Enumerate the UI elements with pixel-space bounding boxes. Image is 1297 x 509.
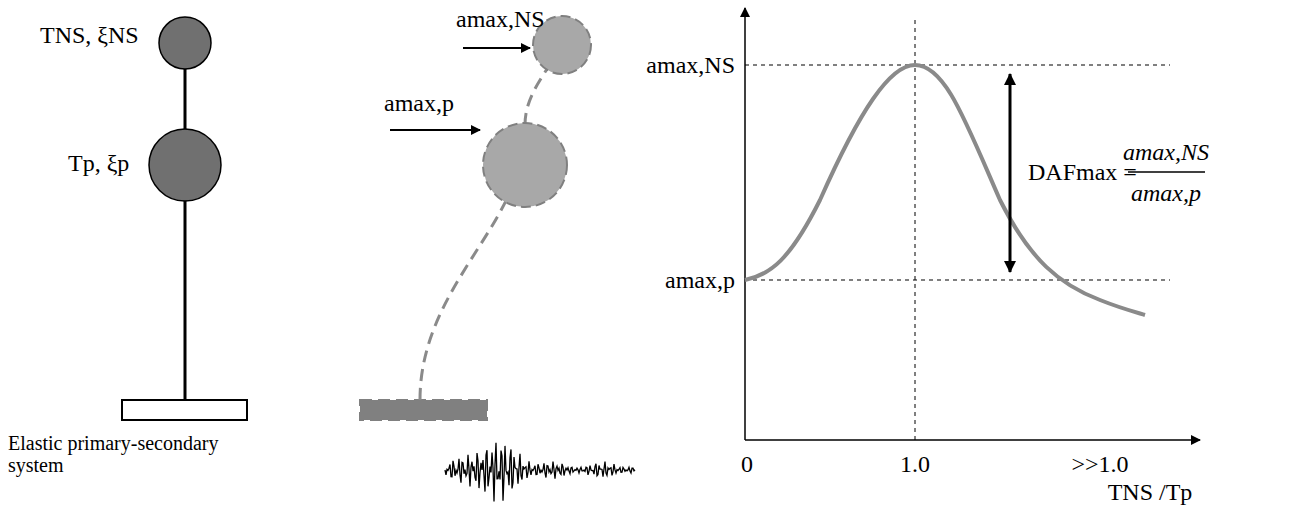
formula-numerator: amax,NS [1123, 139, 1209, 165]
axis-value: amax,NS [646, 52, 735, 78]
deformed-model [360, 16, 635, 501]
formula-text: DAFmax = [1028, 159, 1137, 185]
model-label: TNS, ξNS [40, 22, 139, 48]
tick-label: 1.0 [900, 451, 930, 477]
acceleration-label: amax,p [384, 90, 454, 116]
daf-chart [745, 8, 1205, 440]
caption-label: Elastic primary-secondary system [8, 432, 248, 476]
stick-model [122, 17, 247, 420]
tick-label: >>1.0 [1071, 451, 1128, 477]
tick-label: 0 [741, 451, 753, 477]
axis-value: amax,p [665, 267, 735, 293]
axis-title: TNS /Tp [1108, 479, 1193, 505]
model-label: Tp, ξp [68, 150, 129, 176]
formula-denominator: amax,p [1131, 180, 1201, 206]
acceleration-label: amax,NS [456, 6, 545, 32]
